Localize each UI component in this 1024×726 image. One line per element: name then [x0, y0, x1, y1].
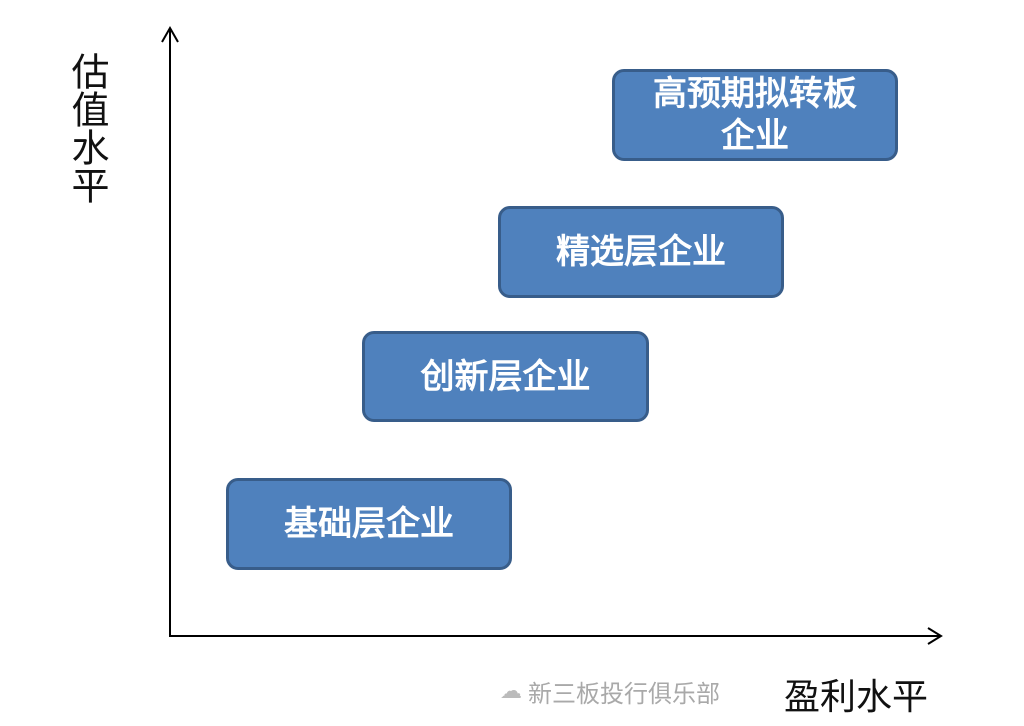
box-label: 高预期拟转板企业	[653, 74, 857, 156]
box-high-expectation: 高预期拟转板企业	[612, 69, 898, 161]
box-label: 创新层企业	[420, 356, 591, 397]
y-axis-arrow	[161, 25, 179, 43]
x-axis-arrow	[927, 627, 943, 645]
box-basic-tier: 基础层企业	[226, 478, 512, 570]
x-axis-label: 盈利水平	[784, 677, 929, 718]
box-select-tier: 精选层企业	[498, 206, 784, 298]
box-label: 基础层企业	[284, 504, 454, 544]
wechat-icon: ☁	[500, 679, 522, 704]
y-axis-label: 估值水平	[65, 52, 109, 204]
watermark: ☁ 新三板投行俱乐部	[500, 674, 720, 709]
box-label: 精选层企业	[556, 232, 726, 272]
box-innovation-tier: 创新层企业	[362, 331, 649, 422]
watermark-text: 新三板投行俱乐部	[528, 680, 720, 708]
